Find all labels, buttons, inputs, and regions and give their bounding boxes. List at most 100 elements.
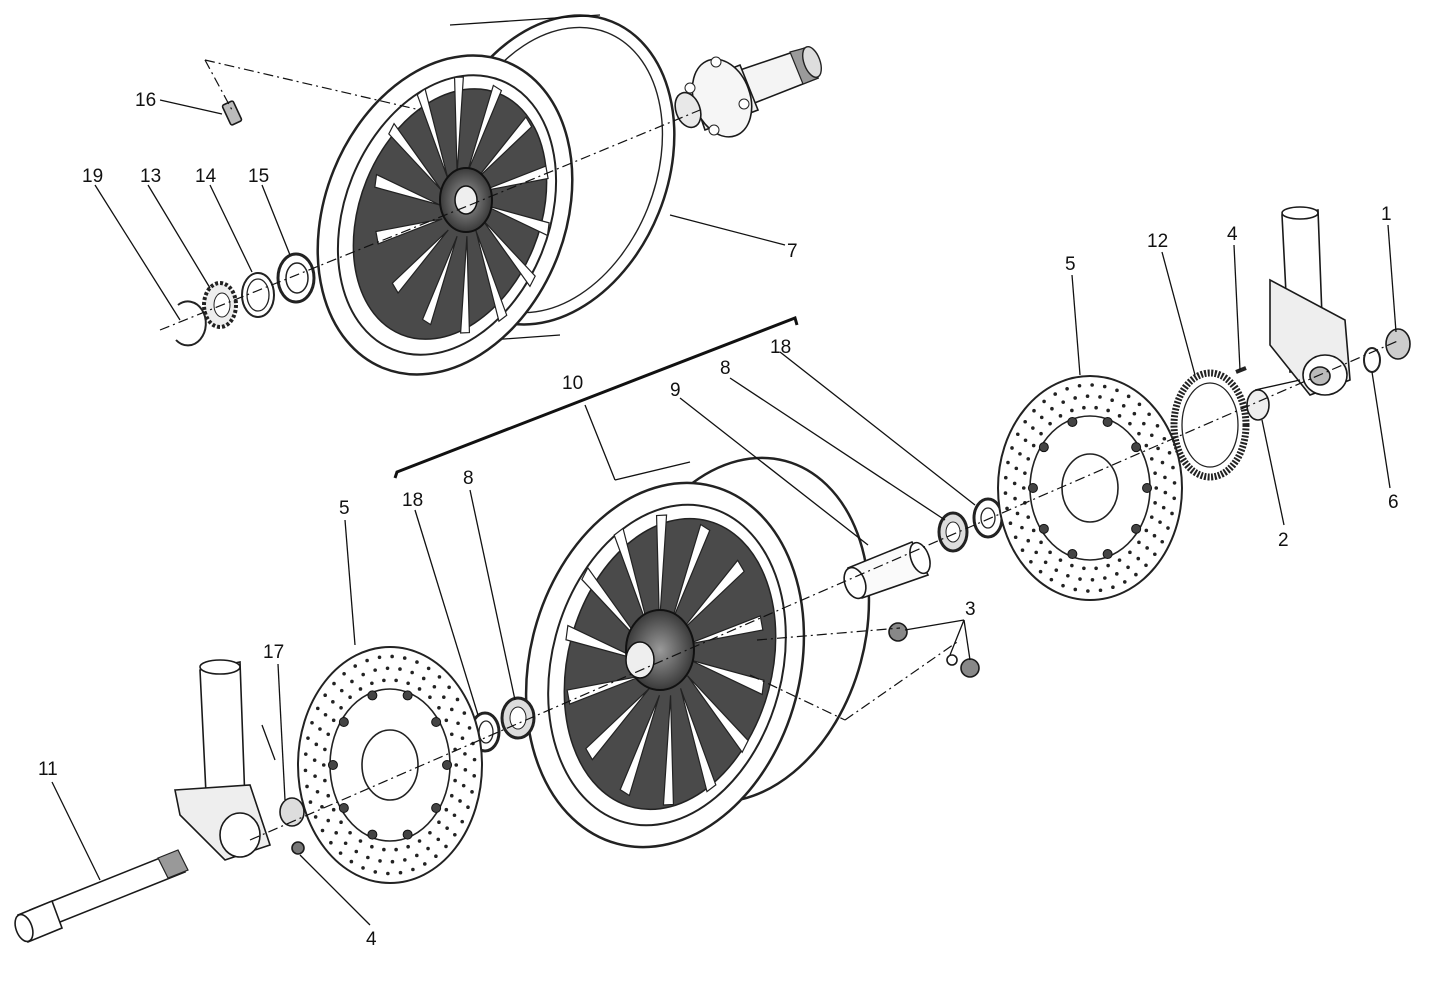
- disc-hole: [1032, 408, 1036, 413]
- disc-hole: [1132, 411, 1137, 416]
- disc-hole: [1144, 563, 1148, 568]
- disc-hole: [1077, 383, 1082, 388]
- disc-hole: [1115, 388, 1119, 393]
- disc-hole: [342, 671, 346, 676]
- disc-hole: [1117, 414, 1122, 418]
- disc-hole: [1158, 520, 1162, 524]
- disc-float-rivet: [1027, 483, 1038, 493]
- disc-hole: [436, 837, 441, 842]
- label-part-2: 2: [1278, 530, 1289, 551]
- disc-hole: [313, 815, 318, 819]
- disc-hole: [1082, 405, 1086, 410]
- disc-float-rivet: [1067, 416, 1078, 427]
- rear-wheel-spokes: [374, 76, 550, 334]
- disc-hole: [312, 758, 317, 762]
- disc-hole: [1098, 588, 1103, 593]
- disc-hole: [353, 664, 358, 668]
- disc-hole: [1103, 576, 1107, 580]
- disc-hole: [343, 841, 348, 846]
- disc-hole: [1020, 548, 1025, 552]
- disc-hole: [1021, 486, 1026, 490]
- disc-hole: [394, 678, 398, 683]
- disc-hole: [1031, 443, 1036, 448]
- disc-hole: [467, 726, 472, 730]
- disc-hole: [315, 790, 320, 794]
- spoke: [565, 624, 641, 661]
- disc-hole: [361, 672, 365, 677]
- disc-hole: [326, 732, 331, 737]
- disc-hole: [1090, 383, 1094, 387]
- spoke: [466, 84, 503, 175]
- disc-float-rivet: [327, 760, 338, 770]
- spoke: [388, 122, 443, 192]
- disc-hole: [1145, 546, 1149, 550]
- disc-hole: [1034, 550, 1038, 555]
- disc-hole: [426, 666, 431, 671]
- disc-hole: [1066, 573, 1070, 578]
- disc-hole: [1167, 450, 1172, 455]
- disc-hole: [1023, 419, 1027, 424]
- disc-hole: [1147, 412, 1151, 417]
- disc-hole: [456, 721, 460, 726]
- front-wheel: [524, 456, 871, 849]
- disc-hole: [449, 707, 454, 712]
- bearing-13-part: [202, 281, 238, 329]
- disc-hole: [453, 833, 457, 837]
- spoke: [585, 687, 650, 761]
- disc-hole: [1153, 552, 1157, 557]
- disc-hole: [373, 870, 378, 874]
- disc-hole: [1111, 585, 1115, 589]
- disc-hole: [434, 854, 438, 859]
- label-part-3: 3: [965, 599, 976, 620]
- disc-hole: [1031, 528, 1036, 533]
- disc-hole: [437, 820, 441, 825]
- disc-hole: [1106, 408, 1110, 413]
- disc-hole: [449, 793, 454, 798]
- disc-hole: [1031, 426, 1035, 430]
- disc-hole: [320, 804, 324, 809]
- disc-hole: [1172, 496, 1177, 501]
- disc-hole: [323, 747, 327, 752]
- disc-hole: [1013, 535, 1018, 540]
- disc-float-rivet: [431, 716, 442, 727]
- disc-hole: [1117, 558, 1122, 562]
- label-part-1: 1: [1381, 204, 1392, 225]
- disc-hole: [382, 678, 386, 683]
- disc-hole: [1115, 572, 1119, 576]
- disc-hole: [303, 768, 308, 773]
- spoke: [689, 659, 765, 696]
- disc-hole: [326, 818, 331, 823]
- disc-hole: [460, 819, 465, 824]
- disc-hole: [1153, 471, 1157, 475]
- disc-float-rivet: [442, 760, 453, 770]
- fork-leg-left: [174, 659, 305, 861]
- disc-hole: [452, 813, 457, 818]
- disc-hole: [1078, 577, 1082, 581]
- disc-float-rivet: [1102, 549, 1113, 560]
- disc-hole: [1029, 559, 1033, 564]
- spoke: [416, 87, 449, 181]
- label-part-5-right: 5: [1065, 254, 1076, 275]
- disc-hole: [1102, 384, 1107, 389]
- disc-float-rivet: [1067, 549, 1078, 560]
- disc-hole: [432, 684, 437, 689]
- spoke: [662, 695, 675, 806]
- disc-hole: [1008, 521, 1013, 526]
- seal-15-part: [276, 252, 316, 304]
- disc-hole: [415, 660, 419, 664]
- disc-hole: [1005, 506, 1009, 511]
- disc-hole: [1026, 538, 1031, 543]
- spacer-ring-14-part: [241, 272, 275, 318]
- disc-hole: [426, 846, 430, 851]
- disc-hole: [444, 807, 449, 812]
- disc-hole: [370, 844, 374, 849]
- disc-hole: [1142, 421, 1146, 426]
- spoke: [475, 229, 508, 323]
- disc-hole: [406, 844, 410, 849]
- label-part-7: 7: [787, 241, 798, 262]
- disc-float-rivet: [1102, 416, 1113, 427]
- disc-float-rivet: [1142, 483, 1153, 493]
- disc-hole: [1171, 465, 1175, 470]
- label-part-8-right: 8: [720, 358, 731, 379]
- label-part-19: 19: [82, 166, 103, 187]
